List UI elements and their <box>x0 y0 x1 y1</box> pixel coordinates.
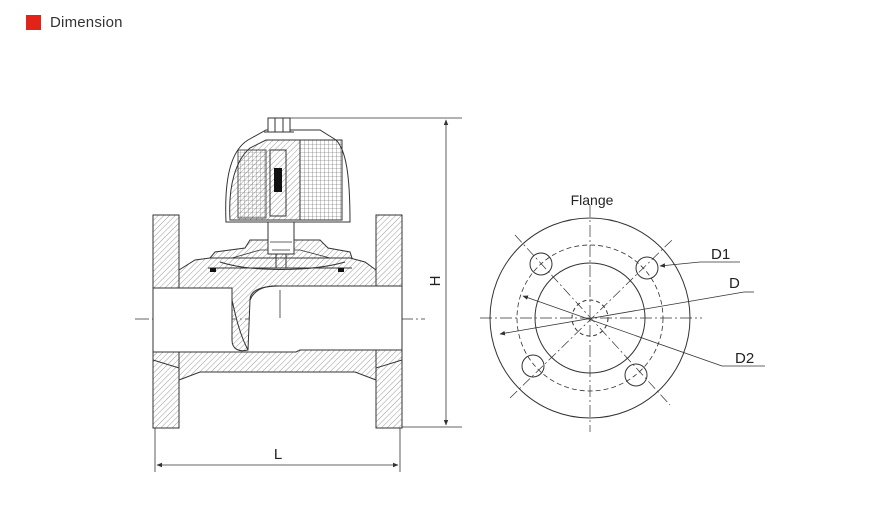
flange-leaders <box>499 261 765 367</box>
red-square-icon <box>26 15 41 30</box>
d1-label: D1 <box>711 246 730 263</box>
bolt-hole <box>521 354 545 378</box>
d2-label: D2 <box>735 350 754 367</box>
bolt-hole <box>529 252 553 276</box>
bolt-hole <box>635 256 659 280</box>
right-seal <box>338 268 344 272</box>
plunger <box>274 168 282 192</box>
flange-label: Flange <box>571 192 614 208</box>
dimension-h <box>290 117 462 428</box>
section-header: Dimension <box>26 14 123 31</box>
coil-winding <box>299 139 343 221</box>
dimension-l <box>154 428 401 472</box>
left-seal <box>210 268 216 272</box>
dimension-h-label: H <box>427 276 444 287</box>
valve-side-view <box>135 117 425 429</box>
bolt-hole <box>624 363 648 387</box>
dimension-l-label: L <box>274 446 282 463</box>
top-nut <box>267 117 291 133</box>
section-title: Dimension <box>50 14 123 31</box>
d-label: D <box>729 275 740 292</box>
valve-bore <box>152 285 403 353</box>
flange-view <box>480 205 702 432</box>
